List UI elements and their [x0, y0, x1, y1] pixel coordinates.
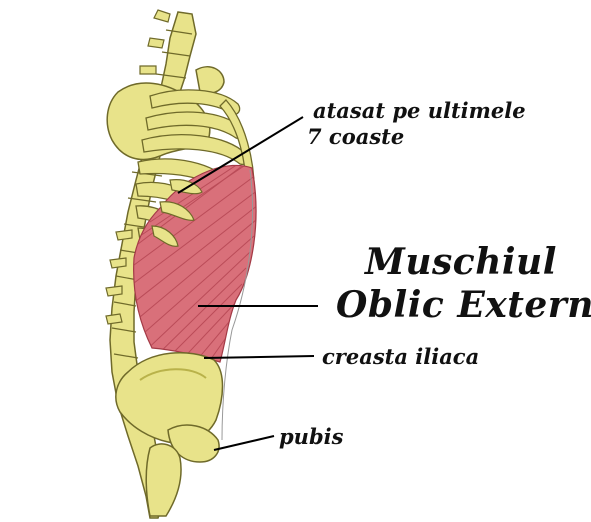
leader-line-iliac: [203, 355, 315, 359]
label-title-line2: Oblic Extern: [336, 284, 591, 326]
rib-tips: [151, 179, 203, 247]
abdominal-outline: [221, 169, 254, 441]
leader-line-pubis: [213, 435, 275, 451]
label-ribs-line1: atasat pe ultimele: [313, 98, 526, 123]
external-oblique-muscle: [133, 164, 257, 363]
label-iliac-crest: creasta iliaca: [322, 344, 480, 369]
label-ribs-line2: 7 coaste: [307, 124, 405, 149]
leader-lines: [177, 116, 318, 451]
label-title-line1: Muschiul: [365, 241, 557, 283]
pelvis: [115, 351, 224, 517]
label-pubis: pubis: [279, 424, 344, 449]
leader-line-ribs: [177, 116, 304, 194]
